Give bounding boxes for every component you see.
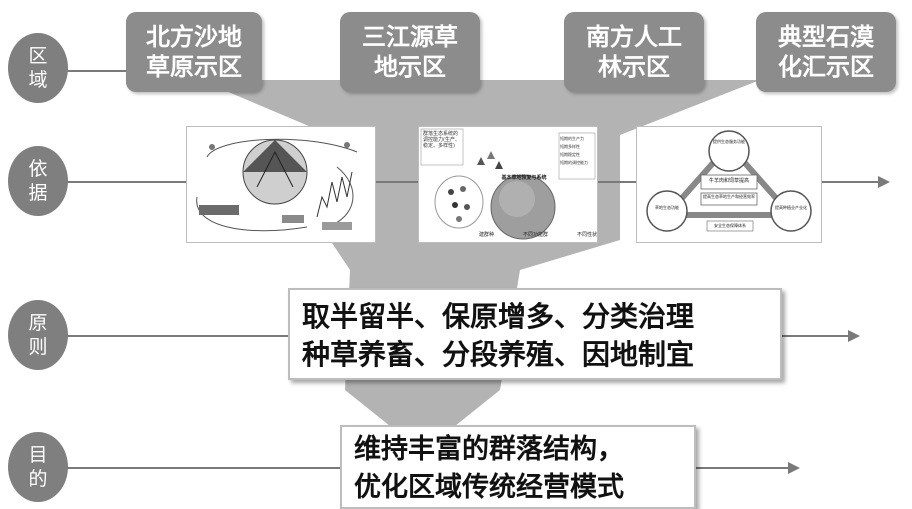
ecosystem-diagram-figure — [196, 138, 358, 232]
legend-item: 短期稳定性 — [560, 152, 580, 157]
arrow-purpose-icon — [788, 462, 800, 474]
region-box-karst: 典型石漠化汇示区 — [756, 12, 896, 92]
arrow-basis-icon — [878, 176, 890, 188]
region-box-south-forest: 南方人工林示区 — [564, 12, 704, 92]
bottom-label: 不同性状 — [576, 232, 597, 238]
legend-item: 短期的调控能力 — [560, 160, 588, 165]
community-center-title: 基本草地恢复与系统 — [501, 175, 547, 181]
cycle-diagram-figure — [646, 130, 812, 232]
row-label-text: 原则 — [28, 312, 48, 358]
purpose-box: 维持丰富的群落结构， 优化区域传统经营模式 — [340, 425, 696, 509]
region-box-label: 三江源草地示区 — [362, 23, 458, 81]
row-label-text: 区域 — [28, 45, 48, 91]
region-box-label: 南方人工林示区 — [586, 23, 682, 81]
legend-item: 短期多样性 — [560, 144, 580, 149]
cycle-right-text: 提高种植业产业化 — [775, 205, 807, 210]
cycle-top-text: 提供生态服务功能 — [713, 139, 745, 144]
row-label-purpose: 目的 — [8, 432, 68, 502]
row-line-region — [60, 70, 140, 72]
cycle-center-text: 牛羊肉和饲草提高 — [708, 178, 749, 184]
community-legend: 短期的生产力 短期多样性 短期稳定性 短期的调控能力 — [560, 135, 595, 167]
region-box-label: 北方沙地草原示区 — [146, 23, 242, 81]
arrow-principle-icon — [848, 330, 860, 342]
principles-line-2: 种草养畜、分段养殖、因地制宜 — [302, 338, 695, 371]
principles-box: 取半留半、保原增多、分类治理 种草养畜、分段养殖、因地制宜 — [288, 288, 782, 380]
purpose-line-1: 维持丰富的群落结构， — [354, 434, 624, 465]
basis-panel-cycle: 提供生态服务功能 牛羊肉和饲草提高 提高生态草地生产和经营效率 草地生态功能 提… — [636, 126, 822, 243]
community-side-note: 群落生态系统的调控能力(生产、稳定、多样性) — [423, 131, 460, 149]
bottom-label: 不同功能群 — [522, 232, 548, 238]
row-label-principle: 原则 — [8, 300, 68, 370]
cycle-bottom-text: 安全生态保障体系 — [714, 223, 746, 228]
principles-line-1: 取半留半、保原增多、分类治理 — [302, 300, 695, 333]
community-diagram-figure — [420, 128, 596, 240]
legend-item: 短期的生产力 — [560, 136, 584, 141]
basis-panel-ecosystem — [186, 126, 376, 243]
cycle-left-text: 草地生态功能 — [655, 205, 679, 210]
row-label-region: 区域 — [8, 33, 68, 103]
basis-panel-community: 群落生态系统的调控能力(生产、稳定、多样性) 基本草地恢复与系统 短期的生产力 … — [418, 126, 598, 243]
region-box-label: 典型石漠化汇示区 — [778, 23, 874, 81]
purpose-line-2: 优化区域传统经营模式 — [354, 472, 624, 503]
region-box-sanjiangyuan: 三江源草地示区 — [340, 12, 480, 92]
community-bottom-labels: 建群种 不同功能群 不同性状 — [479, 231, 597, 238]
cycle-center-sub: 提高生态草地生产和经营效率 — [703, 194, 755, 199]
row-label-text: 依据 — [28, 158, 48, 204]
row-label-text: 目的 — [28, 444, 48, 490]
bottom-label: 建群种 — [479, 232, 495, 238]
row-label-basis: 依据 — [8, 146, 68, 216]
region-box-north-sandy: 北方沙地草原示区 — [126, 12, 262, 92]
